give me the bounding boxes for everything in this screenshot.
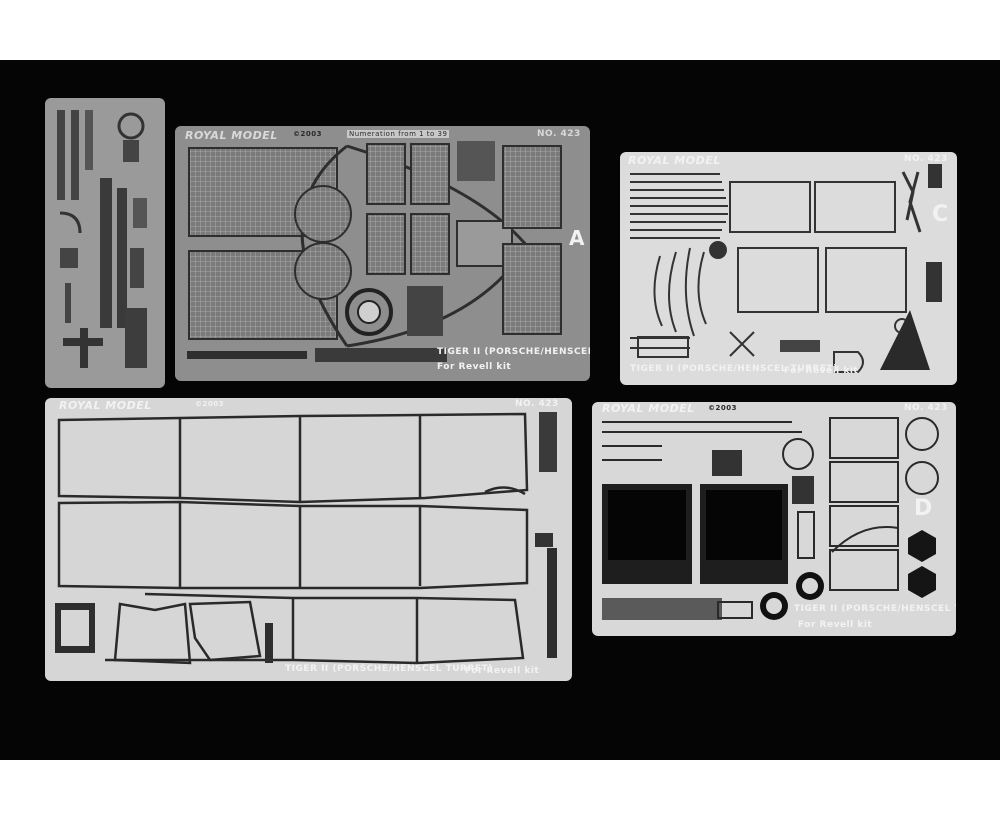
sheet-b-copyright: ©2003 [195,400,224,408]
sheet-a-letter: A [569,226,585,250]
sheet-d-copyright: ©2003 [708,404,737,412]
sheet-d-number: NO. 423 [904,403,948,413]
narrow-fret-parts [57,110,147,368]
sheet-a-copyright: ©2003 [293,130,322,138]
sheet-b-kit: For Revell kit [465,666,540,676]
sheet-d-brand: ROYAL MODEL [602,402,695,415]
sheet-b-model: TIGER II (PORSCHE/HENSCEL TURRET) [285,664,493,674]
sheet-a-brand: ROYAL MODEL [185,129,278,142]
sheet-c-parts [630,164,942,373]
sheet-a-kit: For Revell kit [437,362,512,372]
sheet-b-brand: ROYAL MODEL [59,399,152,412]
fret-sheet-a: ROYAL MODEL ©2003 Numeration from 1 to 3… [175,126,590,381]
sheet-d-letter: D [914,496,933,521]
sheet-c-model: TIGER II (PORSCHE/HENSCEL TURRET) [630,364,838,374]
sheet-c-number: NO. 423 [904,154,948,164]
sheet-b-parts [55,412,557,665]
sheet-a-numeration: Numeration from 1 to 39 [347,130,450,138]
sheet-d-parts [602,417,939,620]
fret-sheet-b: ROYAL MODEL ©2003 NO. 423 TIGER II (PORS… [45,398,572,681]
sheet-c-brand: ROYAL MODEL [628,154,721,167]
fret-sheet-d: ROYAL MODEL ©2003 NO. 423 D TIGER II (PO… [592,402,956,636]
narrow-fret [45,98,165,388]
sheet-c-kit: For Revell kit [784,366,859,376]
sheet-a-parts [187,141,562,362]
fret-sheet-c: ROYAL MODEL NO. 423 C TIGER II (PORSCHE/… [620,152,957,385]
sheet-b-number: NO. 423 [515,399,559,409]
sheet-d-kit: For Revell kit [798,620,873,630]
sheet-a-number: NO. 423 [537,129,581,139]
sheet-c-letter: C [932,202,949,227]
sheet-d-model: TIGER II (PORSCHE/HENSCEL TURRET) [794,604,956,614]
sheet-a-model: TIGER II (PORSCHE/HENSCEL TURRET) [437,347,590,357]
